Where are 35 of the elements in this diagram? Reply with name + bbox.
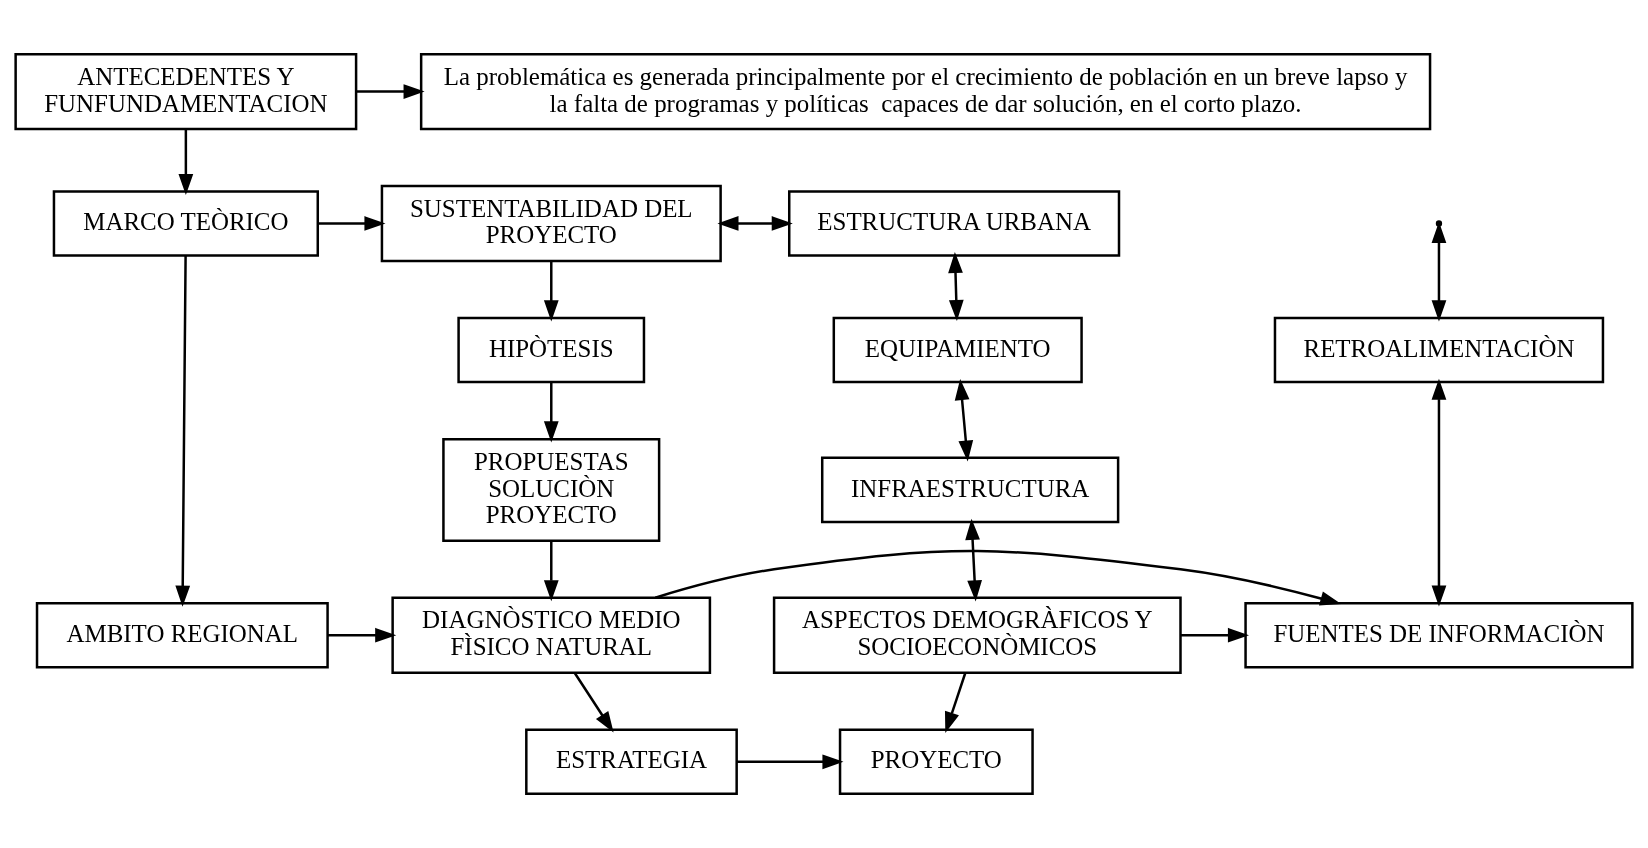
arrow	[654, 549, 1342, 606]
arrow	[573, 672, 614, 733]
arrow	[543, 541, 559, 602]
node-box: ESTRATEGIA	[525, 728, 738, 796]
node-box: PROPUESTAS SOLUCIÒN PROYECTO	[442, 437, 661, 542]
node-box: ASPECTOS DEMOGRÀFICOS Y SOCIOECONÒMICOS	[772, 596, 1182, 674]
arrow	[327, 627, 397, 643]
node-box: La problemática es generada principalmente por el crecimiento de población en un breve lapso y la falta de programas y políticas capaces de dar solución, en el corto plazo.	[419, 52, 1432, 131]
node-box: AMBITO REGIONAL	[35, 601, 329, 669]
node-box: INFRAESTRUCTURA	[820, 456, 1120, 524]
arrow	[543, 261, 559, 322]
arrow	[1431, 221, 1447, 322]
arrow	[543, 382, 559, 443]
node-box: SUSTENTABILIDAD DEL PROYECTO	[380, 184, 722, 263]
node-box: HIPÒTESIS	[457, 316, 646, 384]
node-box: EQUIPAMIENTO	[832, 316, 1083, 384]
arrow	[954, 379, 974, 462]
node-box: DIAGNÒSTICO MEDIO FÌSICO NATURAL	[391, 596, 712, 674]
node-box: MARCO TEÒRICO	[52, 190, 319, 257]
arrow	[965, 518, 982, 602]
node-box: ANTECEDENTES Y FUNFUNDAMENTACION	[14, 52, 358, 131]
arrow	[1431, 378, 1447, 607]
arrow	[317, 216, 386, 231]
node-box: ESTRUCTURA URBANA	[788, 190, 1121, 257]
arrow	[736, 754, 844, 770]
arrow	[717, 216, 793, 231]
arrow	[948, 251, 964, 322]
arrow	[356, 84, 425, 99]
arrow	[175, 255, 191, 607]
node-box: FUENTES DE INFORMACIÒN	[1244, 601, 1634, 669]
node-box: PROYECTO	[838, 728, 1034, 796]
arrow	[178, 129, 194, 196]
node-box: RETROALIMENTACIÒN	[1273, 316, 1605, 384]
arrow	[944, 672, 967, 733]
arrow	[1180, 627, 1249, 643]
